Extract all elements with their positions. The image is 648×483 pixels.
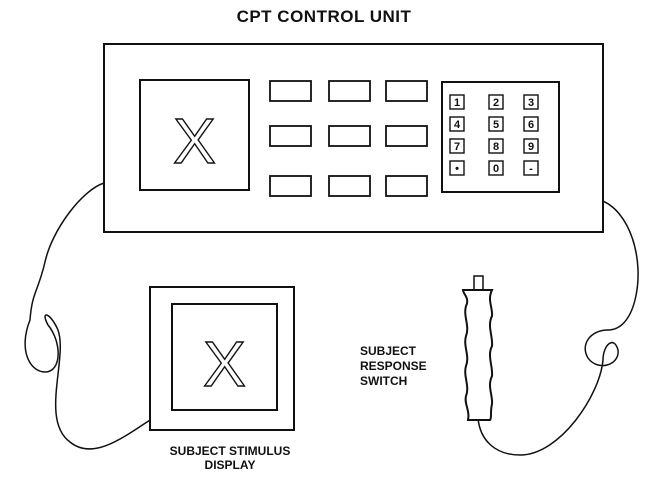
stimulus-display-screen bbox=[171, 303, 278, 411]
keypad-key[interactable]: 8 bbox=[488, 138, 504, 154]
keypad-key-label: - bbox=[529, 163, 533, 175]
stimulus-display-label-line1: SUBJECT STIMULUS bbox=[169, 444, 291, 458]
keypad: 1 2 3 4 5 6 7 8 9 • 0 - bbox=[449, 94, 539, 176]
keypad-key[interactable]: 9 bbox=[523, 138, 539, 154]
control-button[interactable] bbox=[385, 80, 428, 102]
keypad-key-label: 8 bbox=[493, 141, 499, 153]
keypad-key-label: 0 bbox=[493, 163, 499, 175]
keypad-key[interactable]: 7 bbox=[449, 138, 465, 154]
keypad-key[interactable]: 1 bbox=[449, 94, 465, 110]
keypad-key-label: 3 bbox=[528, 97, 534, 109]
page-title: CPT CONTROL UNIT bbox=[236, 7, 412, 26]
keypad-key-label: 7 bbox=[454, 141, 460, 153]
response-switch-label: SUBJECT RESPONSE SWITCH bbox=[360, 344, 427, 389]
response-switch-handle[interactable] bbox=[461, 289, 494, 421]
response-switch-button[interactable] bbox=[473, 275, 484, 291]
keypad-key-label: 9 bbox=[528, 141, 534, 153]
control-button-grid bbox=[269, 80, 428, 197]
control-button[interactable] bbox=[269, 80, 312, 102]
keypad-key[interactable]: 3 bbox=[523, 94, 539, 110]
right-cable bbox=[477, 199, 639, 456]
control-display-symbol: X bbox=[173, 105, 216, 177]
keypad-key[interactable]: - bbox=[523, 160, 539, 176]
control-button[interactable] bbox=[328, 80, 371, 102]
keypad-key[interactable]: 5 bbox=[488, 116, 504, 132]
control-button[interactable] bbox=[385, 175, 428, 197]
keypad-key-label: 5 bbox=[493, 119, 499, 131]
keypad-key-label: 4 bbox=[454, 119, 461, 131]
control-button[interactable] bbox=[269, 125, 312, 147]
stimulus-display-label-line2: DISPLAY bbox=[204, 458, 256, 472]
control-display bbox=[139, 79, 250, 191]
stimulus-display-symbol: X bbox=[203, 328, 246, 400]
response-switch-label-line1: SUBJECT bbox=[360, 344, 417, 358]
keypad-key[interactable]: 0 bbox=[488, 160, 504, 176]
control-button[interactable] bbox=[385, 125, 428, 147]
control-button[interactable] bbox=[328, 175, 371, 197]
response-switch-label-line2: RESPONSE bbox=[360, 359, 427, 373]
keypad-key-label: • bbox=[455, 163, 459, 175]
keypad-key[interactable]: 4 bbox=[449, 116, 465, 132]
stimulus-display-label: SUBJECT STIMULUS DISPLAY bbox=[140, 444, 320, 472]
keypad-key[interactable]: 6 bbox=[523, 116, 539, 132]
response-switch-label-line3: SWITCH bbox=[360, 374, 408, 388]
control-button[interactable] bbox=[328, 125, 371, 147]
left-cable bbox=[24, 182, 151, 450]
control-button[interactable] bbox=[269, 175, 312, 197]
keypad-key-label: 6 bbox=[528, 119, 534, 131]
keypad-key[interactable]: • bbox=[449, 160, 465, 176]
keypad-key-label: 2 bbox=[493, 97, 499, 109]
keypad-key[interactable]: 2 bbox=[488, 94, 504, 110]
keypad-key-label: 1 bbox=[454, 97, 460, 109]
